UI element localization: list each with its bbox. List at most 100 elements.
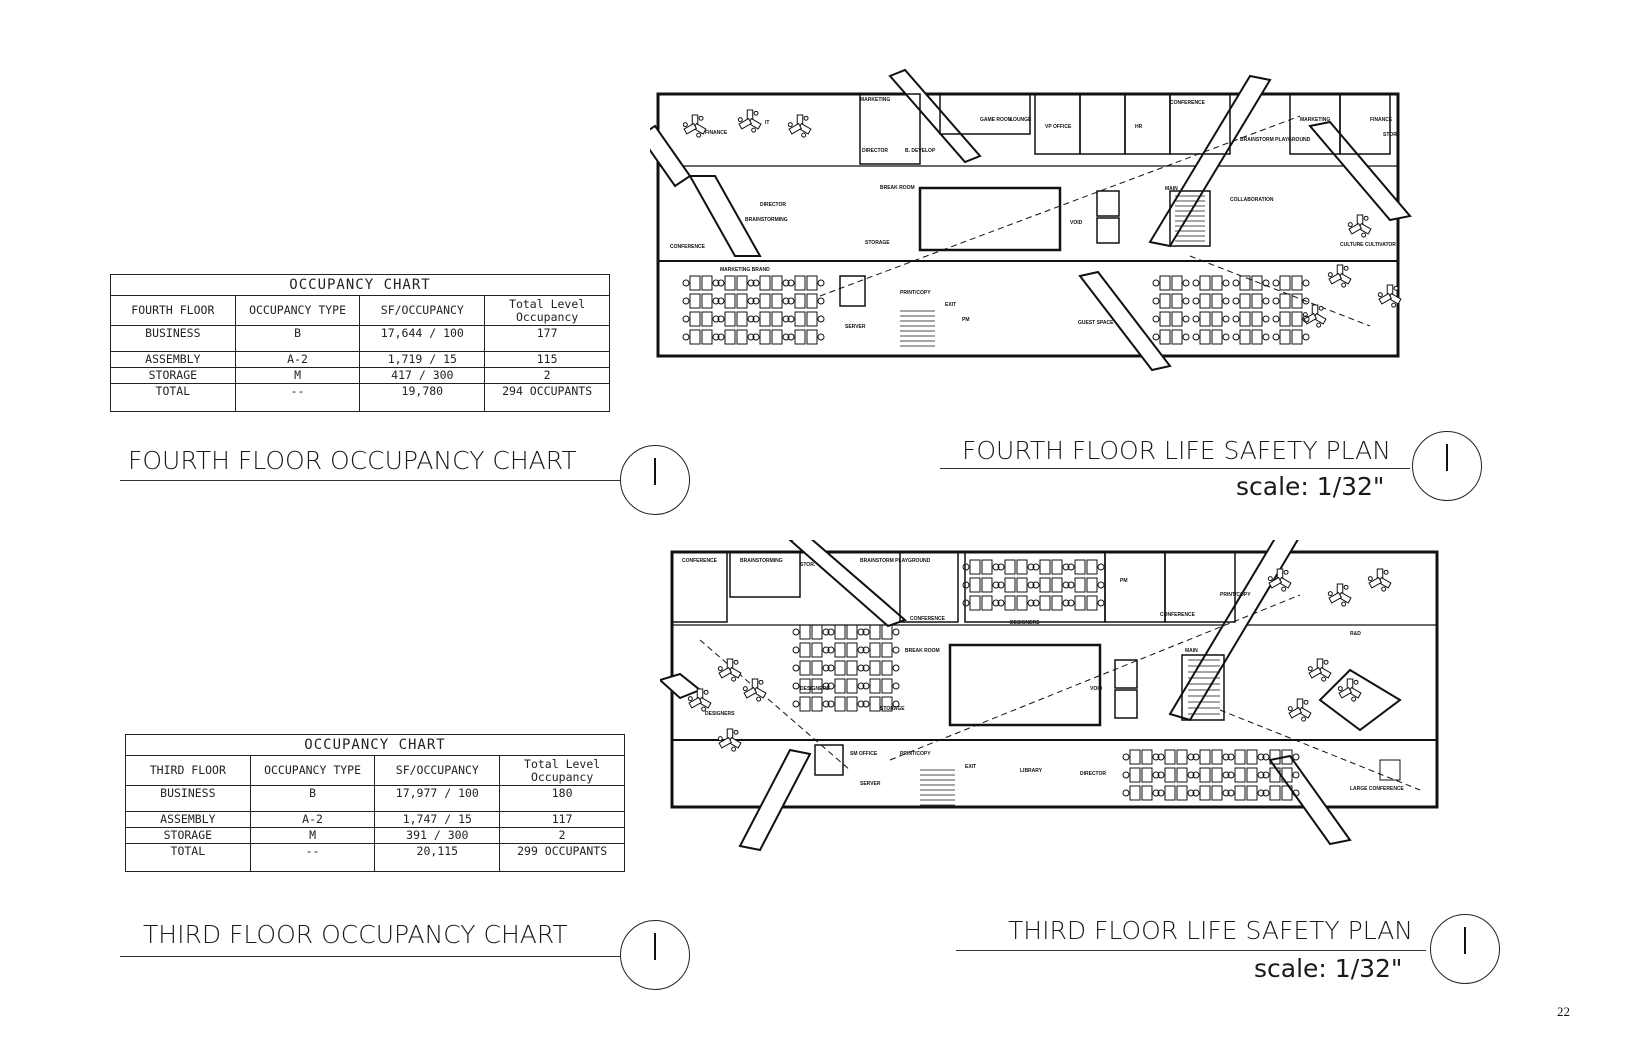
- desk-cluster-icon: [1016, 595, 1028, 611]
- desk-cluster-icon: [881, 624, 893, 640]
- desk-cluster-icon: [724, 293, 736, 309]
- diagonal-wall: [688, 175, 762, 257]
- desk-cluster-icon: [1262, 753, 1270, 761]
- room-label: STORAGE: [865, 240, 890, 246]
- north-arrow-icon: [1430, 914, 1500, 984]
- desk-cluster-icon: [969, 577, 981, 593]
- desk-cluster-icon: [1051, 559, 1063, 575]
- desk-cluster-icon: [771, 329, 783, 345]
- room-label: PM: [962, 317, 970, 323]
- desk-cluster-icon: [1159, 293, 1171, 309]
- desk-cluster-icon: [1171, 329, 1183, 345]
- workstation-pod-icon: [1377, 284, 1402, 308]
- desk-cluster-icon: [1222, 333, 1230, 341]
- desk-cluster-icon: [1067, 581, 1075, 589]
- desk-cluster-icon: [1291, 293, 1303, 309]
- diagonal-wall: [1078, 270, 1172, 372]
- desk-cluster-icon: [792, 700, 800, 708]
- desk-cluster-icon: [1176, 767, 1188, 783]
- desk-cluster-icon: [1262, 315, 1270, 323]
- fourth-chart-title: FOURTH FLOOR OCCUPANCY CHART: [128, 446, 577, 475]
- desk-cluster-icon: [689, 293, 701, 309]
- room-label: LIBRARY: [1020, 768, 1043, 774]
- desk-cluster-icon: [1141, 785, 1153, 801]
- north-arrow-icon: [1412, 431, 1482, 501]
- desk-cluster-icon: [1272, 315, 1280, 323]
- desk-cluster-icon: [827, 664, 835, 672]
- desk-cluster-icon: [1171, 293, 1183, 309]
- desk-cluster-icon: [846, 642, 858, 658]
- desk-cluster-icon: [857, 628, 865, 636]
- desk-cluster-icon: [981, 559, 993, 575]
- desk-cluster-icon: [1122, 753, 1130, 761]
- desk-cluster-icon: [771, 275, 783, 291]
- desk-cluster-icon: [827, 700, 835, 708]
- room-label: CONFERENCE: [670, 244, 706, 250]
- cell: 1,719 / 15: [359, 351, 486, 368]
- diagonal-wall: [1318, 668, 1402, 732]
- desk-cluster-icon: [782, 279, 790, 287]
- desk-cluster-icon: [752, 315, 760, 323]
- desk-cluster-icon: [1192, 297, 1200, 305]
- desk-cluster-icon: [682, 297, 690, 305]
- desk-cluster-icon: [1157, 789, 1165, 797]
- desk-cluster-icon: [1211, 785, 1223, 801]
- desk-cluster-icon: [1199, 329, 1211, 345]
- room-label: DIRECTOR: [760, 202, 786, 208]
- desk-cluster-icon: [857, 682, 865, 690]
- elevator-icon: [839, 275, 866, 307]
- desk-cluster-icon: [962, 581, 970, 589]
- desk-cluster-icon: [1292, 753, 1300, 761]
- desk-cluster-icon: [1251, 311, 1263, 327]
- desk-cluster-icon: [1039, 559, 1051, 575]
- desk-cluster-icon: [1257, 771, 1265, 779]
- room-label: STORAGE: [880, 706, 905, 712]
- desk-cluster-icon: [969, 559, 981, 575]
- desk-cluster-icon: [1234, 785, 1246, 801]
- desk-cluster-icon: [1246, 749, 1258, 765]
- desk-cluster-icon: [712, 333, 720, 341]
- room-label: DESIGNERS: [705, 711, 735, 717]
- desk-cluster-icon: [1251, 293, 1263, 309]
- desk-cluster-icon: [717, 333, 725, 341]
- desk-cluster-icon: [1291, 275, 1303, 291]
- desk-cluster-icon: [724, 275, 736, 291]
- egress-path: [1219, 709, 1421, 791]
- table-row: TOTAL -- 19,780 294 OCCUPANTS: [110, 383, 610, 412]
- desk-cluster-icon: [869, 678, 881, 694]
- desk-cluster-icon: [771, 311, 783, 327]
- desk-cluster-icon: [1074, 559, 1086, 575]
- desk-cluster-icon: [1097, 599, 1105, 607]
- desk-cluster-icon: [1129, 749, 1141, 765]
- desk-cluster-icon: [822, 700, 830, 708]
- desk-cluster-icon: [1051, 577, 1063, 593]
- desk-cluster-icon: [1157, 771, 1165, 779]
- cell: B: [249, 785, 376, 812]
- room-wall: [859, 93, 921, 165]
- desk-cluster-icon: [1232, 315, 1240, 323]
- cell: 17,644 / 100: [359, 325, 486, 352]
- col-header-sf: SF/OCCUPANCY: [374, 755, 501, 786]
- desk-cluster-icon: [1222, 753, 1230, 761]
- desk-cluster-icon: [1074, 577, 1086, 593]
- room-label: VP OFFICE: [1045, 124, 1072, 130]
- desk-cluster-icon: [1182, 279, 1190, 287]
- room-label: DIRECTOR: [1080, 771, 1106, 777]
- cell: A-2: [234, 351, 361, 368]
- desk-cluster-icon: [834, 642, 846, 658]
- desk-cluster-icon: [1272, 279, 1280, 287]
- desk-cluster-icon: [759, 311, 771, 327]
- desk-cluster-icon: [1129, 785, 1141, 801]
- desk-cluster-icon: [1234, 767, 1246, 783]
- workstation-pod-icon: [1327, 583, 1352, 607]
- desk-cluster-icon: [1192, 789, 1200, 797]
- desk-cluster-icon: [992, 563, 1000, 571]
- desk-cluster-icon: [1232, 333, 1240, 341]
- desk-cluster-icon: [1182, 315, 1190, 323]
- fourth-chart-title-rule: [120, 480, 620, 481]
- desk-cluster-icon: [1097, 563, 1105, 571]
- desk-cluster-icon: [1187, 771, 1195, 779]
- desk-cluster-icon: [1182, 297, 1190, 305]
- workstation-pod-icon: [1347, 214, 1372, 238]
- desk-cluster-icon: [1086, 577, 1098, 593]
